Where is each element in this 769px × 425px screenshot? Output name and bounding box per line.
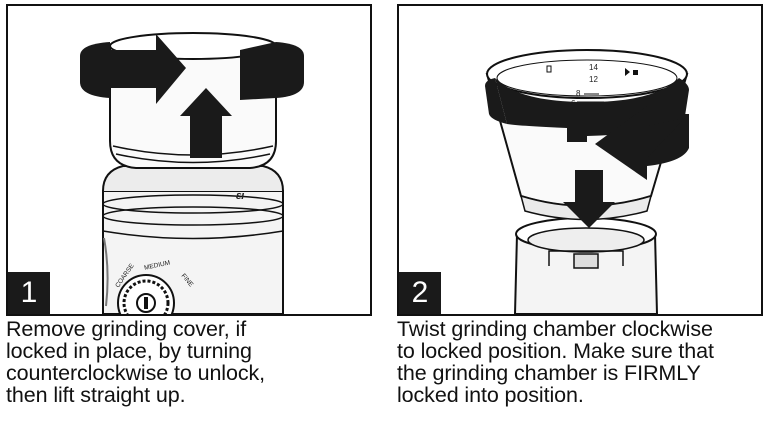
step-2-caption: Twist grinding chamber clockwise to lock… <box>397 317 714 407</box>
unlock-icon <box>546 65 552 73</box>
grinder-cover-removal-drawing: ɛı COARSE MEDIUM FINE <box>80 32 304 314</box>
step-2-illustration: 14 12 8 6 4 2 <box>397 4 763 316</box>
rotate-counterclockwise-arrow-icon <box>80 34 304 104</box>
scale-mark-14: 14 <box>589 63 598 72</box>
lock-icon <box>633 70 638 75</box>
lock-arrow-icon <box>625 68 630 76</box>
scale-mark-12: 12 <box>589 75 598 84</box>
lift-up-arrow-icon <box>180 88 232 158</box>
step-number-badge: 2 <box>399 272 441 314</box>
push-down-arrow-icon <box>563 170 615 228</box>
grind-dial <box>117 274 175 314</box>
step-number-badge: 1 <box>8 272 50 314</box>
burr-hub <box>573 253 599 269</box>
step-1-illustration: ɛı COARSE MEDIUM FINE 1 <box>6 4 372 316</box>
scale-mark-8: 8 <box>576 89 581 98</box>
brand-logo: ɛı <box>236 190 244 202</box>
step-1-caption: Remove grinding cover, if locked in plac… <box>6 317 266 407</box>
rotate-clockwise-arrow-icon <box>485 78 689 180</box>
grinding-chamber-lock-drawing: 14 12 8 6 4 <box>485 49 689 314</box>
